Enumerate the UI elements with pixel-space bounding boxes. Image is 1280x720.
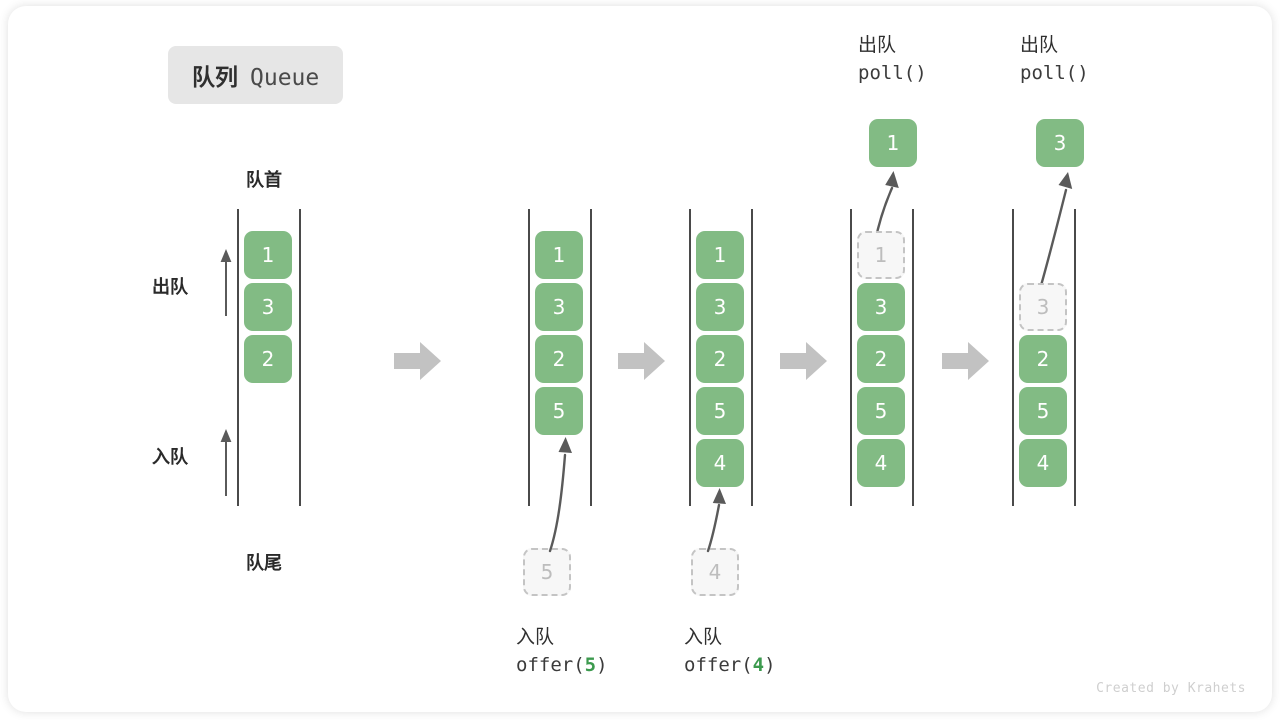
title-chinese: 队列 <box>192 64 238 90</box>
queue-rail-left-col2 <box>528 209 530 506</box>
queue-rail-left-col5 <box>1012 209 1014 506</box>
queue-cell: 3 <box>696 283 744 331</box>
queue-cell: 2 <box>244 335 292 383</box>
credit-text: Created by Krahets <box>1096 681 1246 696</box>
title-english: Queue <box>250 65 320 91</box>
dequeue-direction-arrow-icon <box>220 249 232 316</box>
offer4-caption-code: offer(4) <box>684 653 776 676</box>
queue-cell-removed: 3 <box>1019 283 1067 331</box>
diagram-card: 队列 Queue 队首 队尾 出队 入队 1 3 2 1 3 2 5 5 入队 … <box>8 6 1272 712</box>
queue-rail-right-col4 <box>912 209 914 506</box>
incoming-ghost-cell: 5 <box>523 548 571 596</box>
queue-cell: 5 <box>1019 387 1067 435</box>
poll3-caption: 出队 poll() <box>1020 32 1089 87</box>
queue-rail-right-col5 <box>1074 209 1076 506</box>
offer5-caption: 入队 offer(5) <box>516 624 608 679</box>
queue-head-label: 队首 <box>246 170 282 190</box>
queue-cell: 3 <box>857 283 905 331</box>
diagram-title-badge: 队列 Queue <box>168 46 344 104</box>
diagram-stage: 队列 Queue 队首 队尾 出队 入队 1 3 2 1 3 2 5 5 入队 … <box>8 6 1272 712</box>
step-arrow-icon <box>942 342 989 380</box>
queue-rail-left-col4 <box>850 209 852 506</box>
incoming-ghost-cell: 4 <box>691 548 739 596</box>
offer4-caption-cn: 入队 <box>684 626 723 648</box>
enqueue-arrow-icon <box>548 437 572 553</box>
queue-cell: 2 <box>535 335 583 383</box>
poll1-caption-code: poll() <box>858 61 927 84</box>
poll-arrow-icon <box>1036 172 1073 298</box>
queue-cell: 2 <box>857 335 905 383</box>
queue-rail-right-col2 <box>590 209 592 506</box>
offer5-caption-code: offer(5) <box>516 653 608 676</box>
queue-cell: 5 <box>857 387 905 435</box>
queue-cell-new: 4 <box>696 439 744 487</box>
queue-cell-removed: 1 <box>857 231 905 279</box>
step-arrow-icon <box>394 342 441 380</box>
step-arrow-icon <box>618 342 665 380</box>
queue-cell: 1 <box>244 231 292 279</box>
poll3-caption-cn: 出队 <box>1020 34 1059 56</box>
offer5-caption-cn: 入队 <box>516 626 555 648</box>
poll1-caption: 出队 poll() <box>858 32 927 87</box>
queue-cell: 2 <box>696 335 744 383</box>
queue-cell: 4 <box>857 439 905 487</box>
dequeue-direction-label: 出队 <box>152 277 188 297</box>
enqueue-direction-label: 入队 <box>152 447 188 467</box>
queue-cell: 3 <box>244 283 292 331</box>
queue-cell: 3 <box>535 283 583 331</box>
queue-cell: 4 <box>1019 439 1067 487</box>
polled-element-box: 1 <box>869 119 917 167</box>
queue-cell: 1 <box>535 231 583 279</box>
offer4-caption: 入队 offer(4) <box>684 624 776 679</box>
step-arrow-icon <box>780 342 827 380</box>
queue-rail-right-col3 <box>751 209 753 506</box>
queue-rail-left-col3 <box>689 209 691 506</box>
queue-rail-left-col1 <box>237 209 239 506</box>
polled-element-box: 3 <box>1036 119 1084 167</box>
queue-cell: 2 <box>1019 335 1067 383</box>
queue-cell: 1 <box>696 231 744 279</box>
queue-rail-right-col1 <box>299 209 301 506</box>
queue-cell: 5 <box>696 387 744 435</box>
poll3-caption-code: poll() <box>1020 61 1089 84</box>
queue-tail-label: 队尾 <box>246 553 282 573</box>
queue-cell-new: 5 <box>535 387 583 435</box>
enqueue-arrow-icon <box>706 488 726 553</box>
poll1-caption-cn: 出队 <box>858 34 897 56</box>
enqueue-direction-arrow-icon <box>220 429 232 496</box>
